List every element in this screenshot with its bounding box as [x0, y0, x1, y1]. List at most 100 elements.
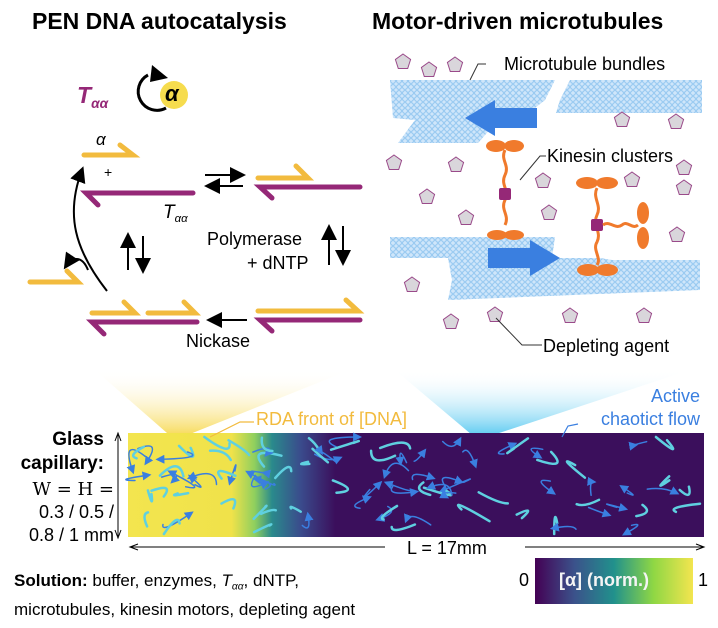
streamline: [313, 453, 343, 465]
streamline: [456, 503, 491, 523]
capillary-label-line2: capillary:: [20, 453, 104, 474]
streamline: [245, 470, 276, 486]
streamline: [132, 445, 146, 460]
solution-text: Solution: buffer, enzymes, Tαα, dNTP, mi…: [14, 570, 355, 621]
streamline: [438, 478, 471, 493]
streamline: [635, 503, 649, 518]
streamline: [252, 447, 274, 457]
streamline: [506, 437, 530, 455]
colorbar-min: 0: [519, 570, 530, 590]
streamline: [301, 511, 314, 529]
streamline: [536, 450, 559, 466]
colorbar-max: 1: [698, 570, 709, 590]
streamline: [621, 523, 639, 536]
streamline: [220, 497, 237, 510]
kinesin-clusters-label: Kinesin clusters: [547, 146, 674, 166]
streamline: [299, 460, 311, 466]
streamline: [150, 486, 169, 498]
equilibrium-arrows-top: [204, 167, 246, 194]
streamline: [619, 484, 634, 496]
colorbar-label: [α] (norm.): [559, 570, 650, 590]
streamline: [331, 479, 350, 494]
microtubule-bundles-label: Microtubule bundles: [504, 54, 666, 74]
dntp-label: + dNTP: [247, 253, 309, 273]
hybrid-complex-top: [253, 163, 363, 201]
streamline: [252, 504, 268, 521]
pentagon-particle: [385, 154, 403, 170]
solution-text-b: , dNTP,: [243, 571, 299, 590]
pentagon-particle: [675, 179, 693, 195]
depleting-agent-label: Depleting agent: [543, 336, 670, 356]
streamline: [497, 442, 518, 455]
capillary-dims-line2: 0.3 / 0.5 /: [38, 502, 114, 522]
capillary-channel: [128, 433, 704, 537]
pentagon-particle: [442, 313, 460, 329]
capillary-dimensions: W = H = 0.3 / 0.5 / 0.8 / 1 mm: [0, 478, 114, 547]
length-dimension-arrow: [128, 543, 706, 551]
streamline: [354, 495, 372, 510]
pentagon-particle: [561, 307, 579, 323]
autocatalysis-loop-icon: [136, 65, 188, 112]
extended-complex-bottom: [253, 297, 365, 334]
length-label: L = 17mm: [407, 538, 487, 558]
pentagon-particle: [486, 306, 504, 322]
streamline: [462, 449, 478, 469]
capillary-label-line1: Glass: [52, 429, 104, 450]
solution-line2: microtubules, kinesin motors, depleting …: [14, 599, 356, 619]
streamline: [382, 462, 410, 480]
height-dimension-arrow: [114, 431, 122, 540]
streamline: [628, 440, 648, 451]
streamline: [411, 471, 436, 481]
solution-text-a: buffer, enzymes,: [87, 571, 222, 590]
capillary-title: Glass capillary:: [0, 428, 104, 476]
streamline: [380, 504, 399, 521]
streamline: [654, 435, 675, 451]
streamline: [646, 486, 680, 495]
streamline: [273, 465, 293, 480]
streamline: [289, 505, 302, 513]
streamline: [314, 445, 338, 464]
blue-zoom-cone: [395, 370, 690, 440]
streamline: [417, 481, 432, 497]
streamline: [227, 439, 251, 457]
colorbar: [535, 558, 693, 604]
pentagon-particle: [540, 204, 558, 220]
streamline: [158, 465, 185, 478]
streamline: [146, 489, 154, 503]
leader-lines: [469, 63, 546, 346]
pentagon-particle: [613, 111, 631, 127]
polymerase-arrows: [321, 224, 351, 266]
microtubule-bundle-upper: [390, 80, 702, 143]
streamline: [378, 441, 412, 450]
pentagon-particle: [457, 209, 475, 225]
streamline: [575, 498, 601, 507]
microtubule-bundle-lower: [390, 237, 700, 300]
equilibrium-arrows-left: [120, 232, 151, 274]
title-pen-dna: PEN DNA autocatalysis: [32, 8, 287, 34]
kinesin-cluster-left: [486, 140, 524, 240]
alpha-label-circle: α: [165, 81, 179, 106]
pentagon-particle: [635, 307, 653, 323]
streamline: [260, 436, 274, 453]
streamline: [678, 485, 691, 496]
solution-line1: Solution: buffer, enzymes, Tαα, dNTP,: [14, 570, 355, 599]
streamline: [390, 485, 420, 498]
streamline: [126, 448, 146, 475]
active-flow-label: Active chaotict flow: [601, 385, 700, 431]
streamline: [515, 509, 530, 520]
streamline: [172, 491, 190, 497]
alpha-strand-top: [81, 142, 141, 158]
streamline: [143, 511, 150, 528]
streamline: [530, 447, 544, 459]
streamline: [439, 490, 457, 499]
streamline: [328, 432, 363, 448]
nicked-complex-bottom: [85, 299, 202, 337]
streamline: [252, 522, 273, 534]
streamline: [369, 449, 397, 462]
solution-bold: Solution:: [14, 571, 88, 590]
streamline: [311, 447, 330, 464]
streamline: [125, 471, 152, 482]
template-symbol-strand: T: [163, 202, 175, 223]
streamline: [565, 460, 587, 479]
